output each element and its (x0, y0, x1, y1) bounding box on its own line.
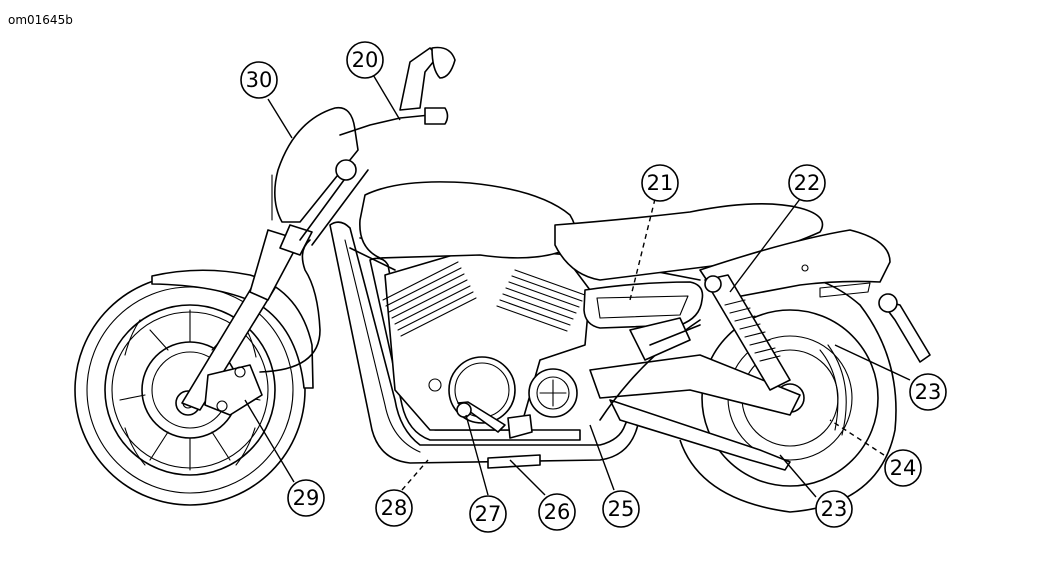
callout-26: 26 (538, 493, 576, 531)
engine (382, 249, 611, 431)
rear-shock (704, 274, 791, 391)
callout-30-label: 30 (246, 68, 273, 92)
callout-23-upper-label: 23 (915, 380, 942, 404)
callout-21-label: 21 (647, 171, 674, 195)
callout-21: 21 (641, 164, 679, 202)
handlebar (339, 114, 431, 136)
fuel-tank (359, 181, 577, 259)
callout-24-label: 24 (890, 456, 917, 480)
callout-26-label: 26 (544, 500, 571, 524)
callout-28-label: 28 (381, 496, 408, 520)
footpeg (507, 414, 533, 439)
rear-fender (699, 229, 891, 301)
callout-25: 25 (602, 490, 640, 528)
callout-27: 27 (469, 495, 507, 533)
callout-29-label: 29 (293, 486, 320, 510)
leader-lines (244, 72, 911, 498)
callout-29: 29 (287, 479, 325, 517)
figure-id-label: om01645b (8, 13, 73, 27)
callout-20: 20 (346, 41, 384, 79)
brake-line (259, 239, 321, 373)
seat (554, 203, 824, 281)
callout-23-upper: 23 (909, 373, 947, 411)
callout-27-label: 27 (475, 502, 502, 526)
callout-23-lower: 23 (815, 490, 853, 528)
callout-28: 28 (375, 489, 413, 527)
callout-22: 22 (788, 164, 826, 202)
callout-23-lower-label: 23 (821, 497, 848, 521)
front-fender (151, 269, 314, 389)
headlamp-fairing (274, 106, 359, 223)
jiffy-stand (487, 454, 541, 469)
front-brake-caliper (204, 364, 263, 416)
callout-20-label: 20 (352, 48, 379, 72)
callout-22-label: 22 (794, 171, 821, 195)
callout-25-label: 25 (608, 497, 635, 521)
side-cover (583, 281, 704, 329)
callout-30: 30 (240, 61, 278, 99)
rear-brake-caliper (629, 317, 691, 361)
callout-24: 24 (884, 449, 922, 487)
front-fork (181, 224, 313, 411)
frame (349, 237, 801, 471)
